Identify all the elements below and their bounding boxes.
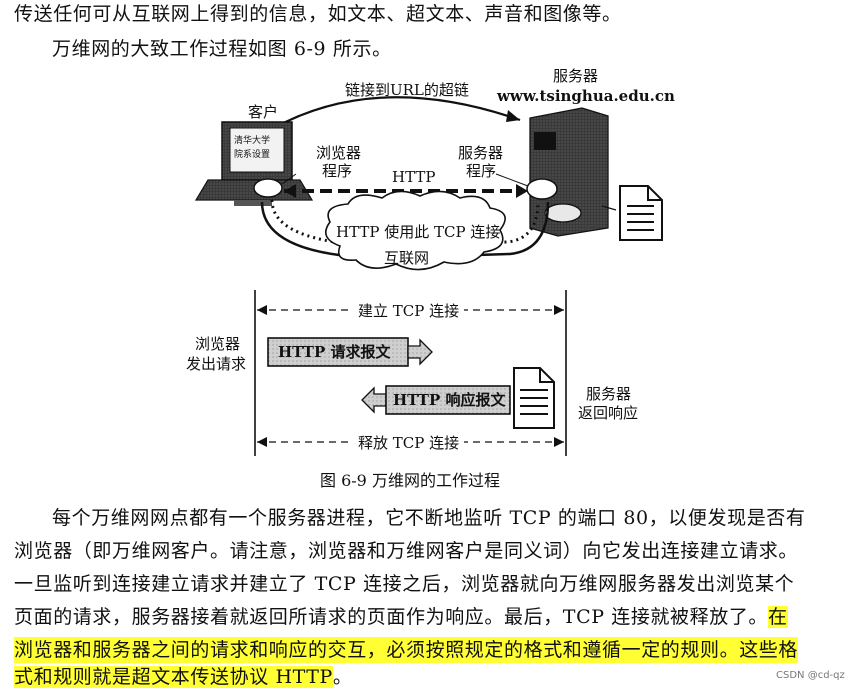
paragraph-line-6-highlight: 式和规则就是超文本传送协议 HTTP [14,666,333,688]
http-response-label: HTTP 响应报文 [393,391,506,409]
tcp-use-label: HTTP 使用此 TCP 连接 [336,223,500,241]
server-program-label-line1: 服务器 [458,144,503,162]
http-arrow-left [284,184,296,198]
server-process-icon [526,178,558,200]
paragraph-line-3: 一旦监听到连接建立请求并建立了 TCP 连接之后，浏览器就向万维网服务器发出浏览… [14,573,795,595]
release-tcp-arrow-right [554,437,564,447]
browser-process-icon [253,178,283,198]
release-tcp-arrow-left [257,437,267,447]
internet-cloud [324,190,506,271]
browser-request-label-line1: 浏览器 [195,335,240,353]
paragraph-line-6: 式和规则就是超文本传送协议 HTTP。 [14,664,353,690]
paragraph-line-4-highlight: 在 [768,606,788,628]
build-tcp-label: 建立 TCP 连接 [358,302,459,320]
figure-caption: 图 6-9 万维网的工作过程 [320,471,500,490]
http-response-message [361,385,511,415]
hyperlink-arrowhead [506,110,520,122]
build-tcp-arrow-right [554,305,564,315]
csdn-watermark: CSDN @cd-qz [776,670,845,681]
hyperlink-arc [261,96,521,136]
client-label: 客户 [248,103,278,121]
screen-text-line2: 院系设置 [234,148,270,160]
server-domain: www.tsinghua.edu.cn [496,87,675,105]
server-response-label-line1: 服务器 [586,385,631,403]
server-response-label-line2: 返回响应 [578,404,638,422]
document-link-line [601,205,617,211]
paragraph-line-1: 每个万维网网点都有一个服务器进程，它不断地监听 TCP 的端口 80，以便发现是… [52,507,806,529]
build-tcp-arrow-left [257,305,267,315]
server-program-label-line2: 程序 [466,162,496,180]
screen-text-line1: 清华大学 [234,134,270,146]
browser-label-line2: 程序 [322,162,352,180]
http-request-message [267,337,433,367]
text-line-2: 万维网的大致工作过程如图 6-9 所示。 [52,38,392,60]
http-request-label: HTTP 请求报文 [278,343,391,361]
browser-leader-line [281,173,297,185]
http-label: HTTP [392,168,435,186]
internet-label: 互联网 [384,249,429,267]
paragraph-line-4-plain: 页面的请求，服务器接着就返回所请求的页面作为响应。最后，TCP 连接就被释放了。 [14,606,769,628]
response-document-icon [513,367,555,429]
browser-request-label-line2: 发出请求 [186,355,246,373]
http-arrow-right [516,184,528,198]
hyperlink-label: 链接到URL的超链 [345,81,469,99]
paragraph-line-2: 浏览器（即万维网客户。请注意，浏览器和万维网客户是同义词）向它发出连接建立请求。 [14,540,799,562]
text-line-1: 传送任何可从互联网上得到的信息，如文本、超文本、声音和图像等。 [14,3,622,25]
server-title: 服务器 [553,67,598,85]
document-icon [619,185,663,241]
server-leader-line [495,173,529,187]
release-tcp-label: 释放 TCP 连接 [358,434,459,452]
paragraph-line-5-highlight: 浏览器和服务器之间的请求和响应的交互，必须按照规定的格式和遵循一定的规则。这些格 [14,637,799,663]
paragraph-line-4: 页面的请求，服务器接着就返回所请求的页面作为响应。最后，TCP 连接就被释放了。… [14,604,788,630]
paragraph-line-6-plain: 。 [332,666,353,688]
browser-label-line1: 浏览器 [316,144,361,162]
www-process-figure: 链接到URL的超链 服务器 www.tsinghua.edu.cn 客户 清华大… [186,67,675,456]
server-icon [529,107,609,237]
